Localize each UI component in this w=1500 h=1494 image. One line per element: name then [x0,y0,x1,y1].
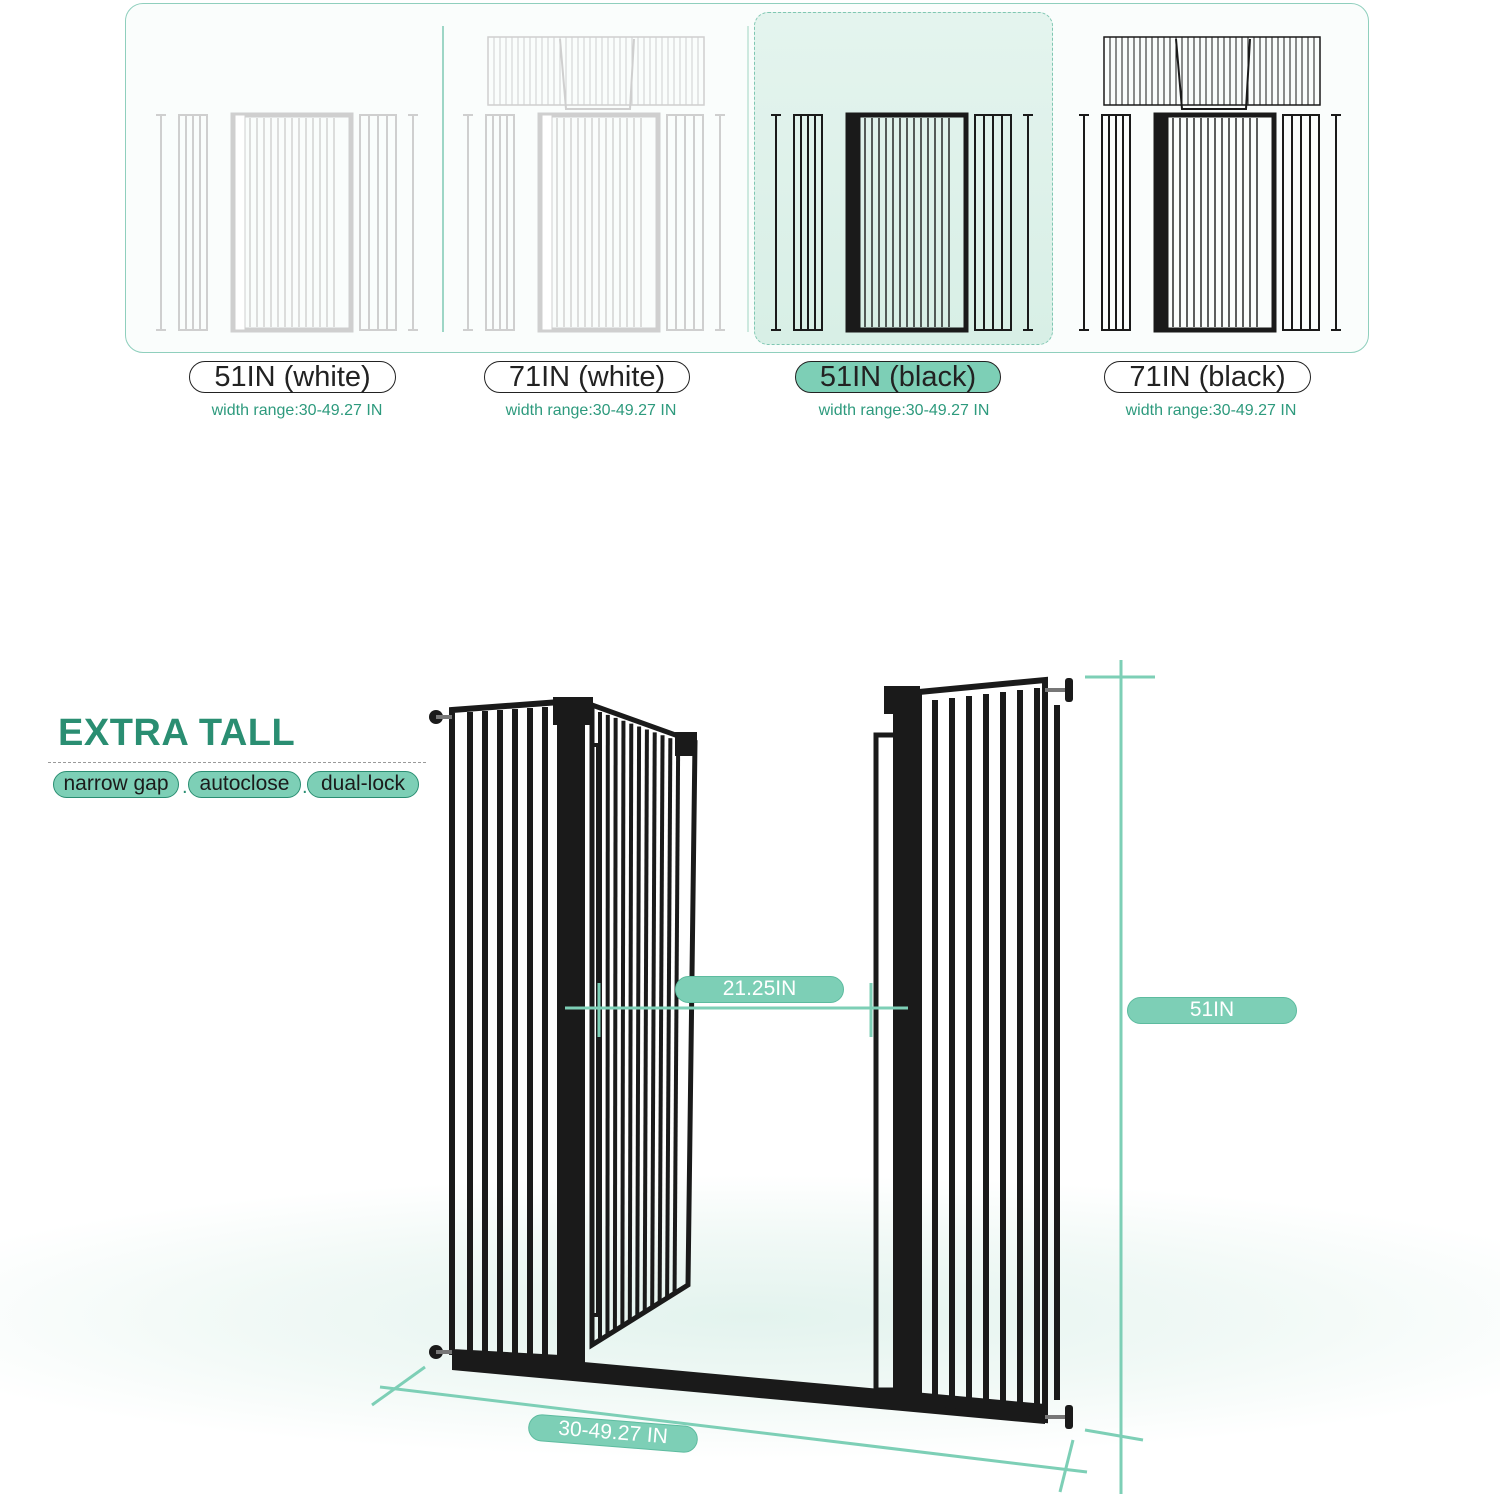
gap-dimension-label: 21.25IN [675,976,844,1003]
floor-shadow [0,1100,1500,1494]
gate-thumbnails [156,36,1341,333]
door-latch [675,732,697,756]
tag-separator: . [302,776,308,798]
gate-thumbnail-71in-white[interactable] [463,36,725,333]
height-dimension-label: 51IN [1127,997,1297,1024]
dimension-tick [371,1365,426,1407]
width-dimension-line [379,1385,1088,1474]
tag-autoclose: autoclose [188,771,301,798]
open-door-frame [589,701,698,1350]
open-door-bar [665,738,673,1299]
title-divider [48,762,426,763]
right-extension-frame [916,676,1048,1424]
option-51in-black-button[interactable]: 51IN (black) [795,361,1001,393]
gate-frame [845,112,969,333]
wall-cup [1065,1405,1073,1429]
panel-divider [747,26,749,332]
gate-thumbnail-51in-black[interactable] [771,112,1033,333]
option-71in-black-range: width range:30-49.27 IN [1125,402,1297,419]
latch-handle [873,732,893,1393]
open-door-bar [642,729,649,1312]
open-door-bar [612,717,618,1330]
open-door-bar [635,726,642,1317]
open-door-bar [657,735,665,1304]
gate-frame [1153,112,1277,333]
gate-frame [230,112,354,333]
wall-cup [1065,678,1073,702]
dimension-tick [1084,1428,1144,1442]
option-71in-white-button[interactable]: 71IN (white) [484,361,690,393]
tag-dual-lock: dual-lock [307,771,419,798]
gate-frame [537,112,661,333]
open-door-bar [627,723,634,1321]
open-door-bar [650,732,657,1308]
gate-thumbnail-51in-white[interactable] [156,112,418,333]
option-51in-black-range: width range:30-49.27 IN [818,402,990,419]
latch-cap [884,686,920,714]
option-51in-white-range: width range:30-49.27 IN [211,402,383,419]
gate-post [541,114,553,331]
selected-option-highlight [754,12,1053,345]
top-extension-connector [1175,38,1251,110]
tag-narrow-gap: narrow gap [53,771,179,798]
option-71in-black-button[interactable]: 71IN (black) [1104,361,1311,393]
open-door-bar [672,741,681,1295]
gate-thumbnail-71in-black[interactable] [1079,36,1341,333]
hinge-post [557,700,585,1370]
gate-post [849,114,861,331]
option-51in-white-button[interactable]: 51IN (white) [189,361,396,393]
top-extension-connector [559,38,635,110]
panel-divider [442,26,444,332]
gate-post [1157,114,1169,331]
black-gate-open-view [429,676,1073,1429]
gate-post [234,114,246,331]
hinge-cap [553,697,593,725]
feature-title: EXTRA TALL [58,712,296,754]
open-door-bar [620,720,626,1325]
tag-separator: . [182,776,188,798]
dimension-lines [371,660,1155,1494]
dimension-tick [1058,1439,1075,1493]
option-71in-white-range: width range:30-49.27 IN [505,402,677,419]
latch-post [893,686,919,1408]
